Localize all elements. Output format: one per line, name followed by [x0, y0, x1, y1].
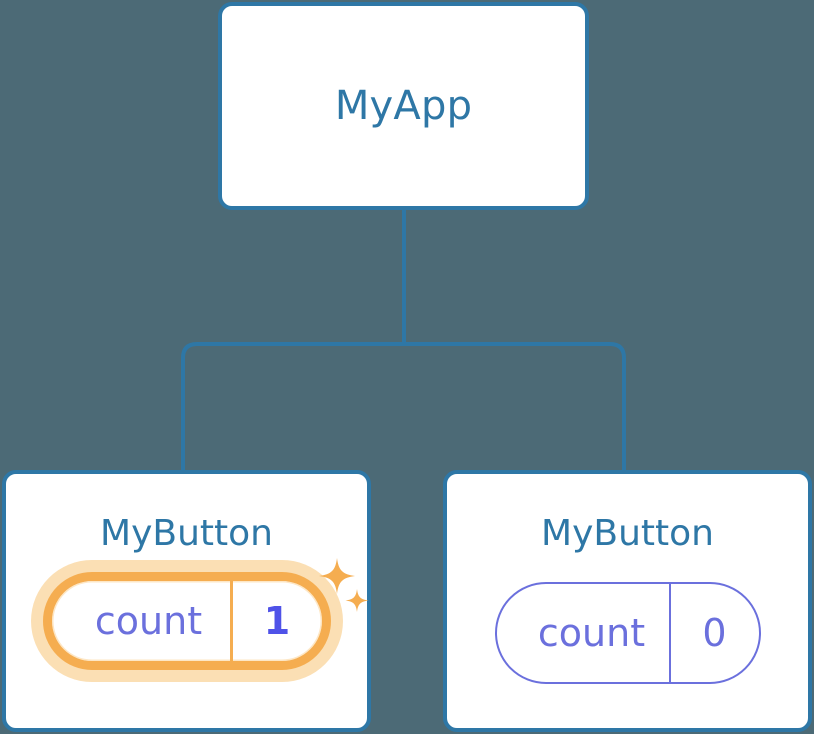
node-root-myapp[interactable]: MyApp: [218, 2, 589, 210]
state-pill-key: count: [537, 611, 646, 655]
state-pill-key: count: [94, 599, 203, 643]
state-pill-count-updated[interactable]: count 1: [42, 572, 331, 670]
node-root-title: MyApp: [334, 83, 473, 129]
state-pill-value: 0: [668, 584, 759, 682]
state-pill-value: 1: [229, 581, 322, 661]
state-pill-count[interactable]: count 0: [494, 582, 761, 684]
state-pill-wrap: count 0: [447, 582, 808, 684]
connector-branch-bar: [181, 342, 626, 470]
state-pill-highlighted-wrap: count 1: [6, 560, 367, 682]
node-child-mybutton-2[interactable]: MyButton count 0: [443, 470, 812, 732]
node-child-mybutton-1[interactable]: MyButton count 1: [2, 470, 371, 732]
node-child-title: MyButton: [541, 513, 714, 554]
node-child-title: MyButton: [100, 513, 273, 554]
